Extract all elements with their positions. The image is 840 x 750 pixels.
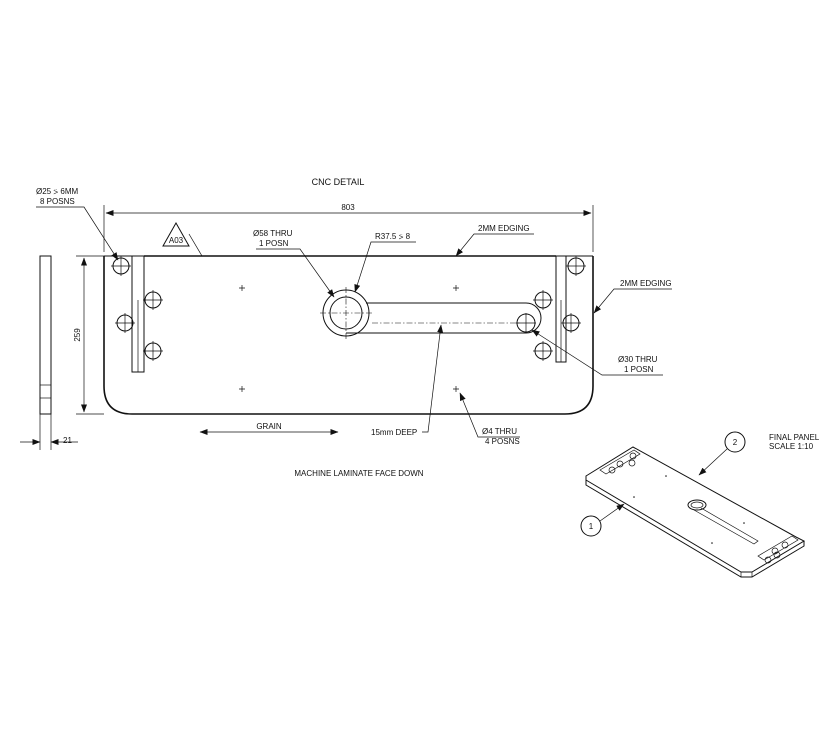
edging-right-label: 2MM EDGING (620, 279, 672, 288)
height-value: 259 (73, 328, 82, 342)
balloon-2: 2 (698, 431, 746, 476)
depth-callout: 15mm DEEP (371, 324, 444, 437)
balloon-1: 1 (580, 503, 625, 537)
edging-top-callout: 2MM EDGING (455, 224, 534, 257)
hole-58-line-2: 1 POSN (259, 239, 289, 248)
length-dimension: 803 (103, 203, 594, 252)
hole-30-line-1: Ø30 THRU (618, 355, 658, 364)
left-edging-slot (104, 255, 145, 373)
drawing-title: CNC DETAIL (312, 177, 365, 187)
counterbore-holes (111, 256, 586, 361)
grain-indicator: GRAIN (199, 422, 339, 435)
final-panel-isometric (585, 446, 806, 578)
hole-30-callout: Ø30 THRU 1 POSN (531, 329, 663, 376)
right-edging-slot (555, 255, 593, 363)
revision-marker: A03 (162, 221, 203, 257)
hole-4-line-2: 4 POSNS (485, 437, 520, 446)
depth-label: 15mm DEEP (371, 428, 417, 437)
edging-top-label: 2MM EDGING (478, 224, 530, 233)
machine-note: MACHINE LAMINATE FACE DOWN (294, 469, 423, 478)
hole-4-callout: Ø4 THRU 4 POSNS (459, 392, 520, 446)
final-panel-title: FINAL PANEL (769, 433, 820, 442)
revision-label: A03 (169, 236, 184, 245)
height-dimension: 259 (73, 255, 104, 415)
edging-right-callout: 2MM EDGING (593, 279, 672, 314)
balloon-2-label: 2 (733, 438, 738, 447)
length-value: 803 (341, 203, 355, 212)
thickness-dimension: 21 (63, 436, 72, 445)
side-view: 21 (20, 255, 78, 450)
counterbore-line-2: 8 POSNS (40, 197, 75, 206)
counterbore-callout: Ø25 ⍩ 6MM 8 POSNS (36, 187, 119, 261)
counterbore-line-1: Ø25 ⍩ 6MM (36, 187, 78, 196)
slot-radius-callout: R37.5 ⍩ 8 (354, 232, 416, 293)
hole-58-line-1: Ø58 THRU (253, 229, 293, 238)
grain-label: GRAIN (256, 422, 282, 431)
large-hole (320, 287, 372, 339)
hole-30-line-2: 1 POSN (624, 365, 654, 374)
plate-outline (103, 256, 594, 415)
balloon-1-label: 1 (589, 522, 594, 531)
hole-4-line-1: Ø4 THRU (482, 427, 517, 436)
slot (346, 302, 542, 334)
final-panel-scale: SCALE 1:10 (769, 442, 814, 451)
slot-radius-label: R37.5 ⍩ 8 (375, 232, 411, 241)
pilot-holes (239, 285, 459, 392)
hole-58-callout: Ø58 THRU 1 POSN (253, 229, 335, 298)
